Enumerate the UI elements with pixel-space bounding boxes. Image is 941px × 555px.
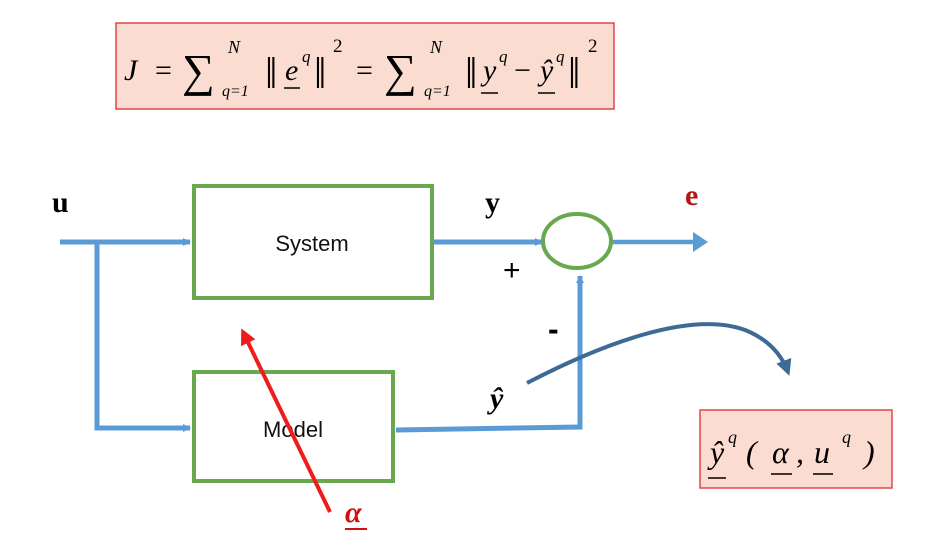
formula-norm-2-close: ‖ xyxy=(568,49,580,98)
formula-sum-2: ∑ xyxy=(384,45,417,96)
parameter-arrow xyxy=(241,328,332,513)
formula-e-sup: q xyxy=(302,47,311,66)
plus-sign: + xyxy=(503,254,521,287)
formula-yhat: ŷ xyxy=(537,54,554,87)
formula-norm-2-open: ‖ xyxy=(465,49,477,98)
annotation-formula: ŷ q ( α , u q ) xyxy=(707,427,875,479)
formula-j: J xyxy=(124,54,139,87)
formula-sum-1: ∑ xyxy=(182,45,215,96)
cost-formula: J = ∑ N q=1 ‖ e q ‖ 2 = ∑ N q=1 ‖ y q − … xyxy=(124,36,598,100)
formula-box xyxy=(115,22,615,110)
formula-y: y xyxy=(480,54,497,87)
input-branch-to-model xyxy=(94,242,191,432)
formula-pow-1: 2 xyxy=(333,36,343,57)
formula-e: e xyxy=(285,54,298,87)
annotation-open-paren: ( xyxy=(746,434,759,470)
annotation-box xyxy=(699,409,893,489)
formula-norm-1-open: ‖ xyxy=(265,49,277,98)
annotation-close-paren: ) xyxy=(862,434,875,470)
formula-sum-2-lower: q=1 xyxy=(424,83,451,100)
formula-equals-1: = xyxy=(155,54,172,87)
signal-paths xyxy=(60,238,697,433)
annotation-yhat: ŷ xyxy=(707,434,725,470)
formula-norm-1-close: ‖ xyxy=(314,49,326,98)
annotation-sup-q2: q xyxy=(842,427,851,447)
output-y-label: y xyxy=(485,186,500,219)
system-block xyxy=(192,184,434,300)
error-arrowhead xyxy=(693,232,708,252)
minus-sign: - xyxy=(548,311,559,347)
summing-junction xyxy=(541,212,613,270)
formula-sum-2-upper: N xyxy=(429,37,443,57)
annotation-sup-q1: q xyxy=(728,427,737,447)
formula-y-sup: q xyxy=(499,47,508,66)
formula-sum-1-upper: N xyxy=(227,37,241,57)
annotation-alpha: α xyxy=(772,434,790,470)
annotation-u: u xyxy=(814,434,830,470)
param-label: α xyxy=(345,496,362,529)
input-label: u xyxy=(52,186,69,219)
annotation-curve-arrow xyxy=(526,322,792,385)
error-label: e xyxy=(685,179,698,212)
model-block xyxy=(192,370,395,483)
model-to-sum-arrow xyxy=(395,275,584,433)
annotation-comma: , xyxy=(796,434,804,470)
formula-yhat-sup: q xyxy=(556,47,565,66)
formula-equals-2: = xyxy=(356,54,373,87)
formula-minus: − xyxy=(514,54,531,87)
system-label: System xyxy=(275,231,348,256)
model-output-label: ŷ xyxy=(487,382,504,415)
formula-sum-1-lower: q=1 xyxy=(222,83,249,100)
formula-pow-2: 2 xyxy=(588,36,598,57)
